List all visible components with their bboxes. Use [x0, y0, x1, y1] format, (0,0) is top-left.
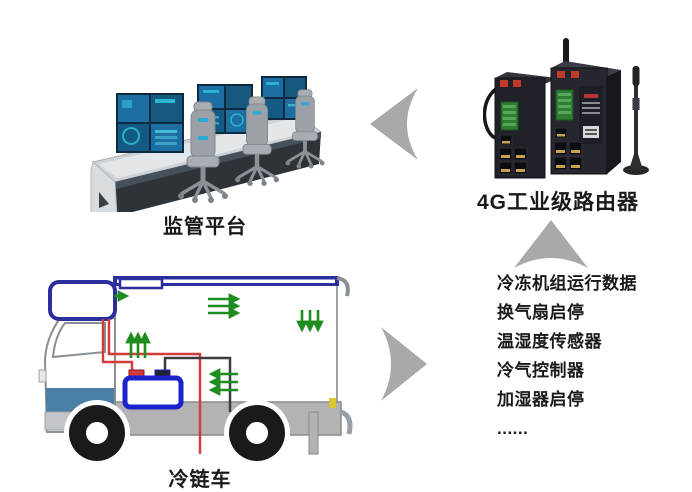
telemetry-item: 冷气控制器 [497, 361, 585, 380]
arrow-left-icon [370, 88, 418, 160]
router-unit-right [550, 61, 621, 175]
office-chair [178, 101, 228, 203]
office-chair [285, 89, 325, 169]
front-wheel [64, 400, 130, 466]
truck-label: 冷链车 [168, 469, 232, 491]
rear-step [340, 409, 353, 435]
router-image [482, 38, 658, 188]
rear-wheel [224, 400, 290, 466]
coolant-pipes [101, 319, 232, 454]
monitoring-platform-image [85, 52, 335, 225]
truck-illustration [38, 276, 353, 466]
telemetry-item: 加湿器启停 [497, 390, 585, 409]
router-label: 4G工业级路由器 [477, 191, 640, 214]
whip-antenna [623, 66, 649, 175]
telemetry-item: 温湿度传感器 [497, 332, 602, 351]
arrow-up-icon [514, 220, 588, 268]
compressor-unit [122, 369, 184, 410]
truck-image [25, 262, 370, 466]
router-unit-left [494, 72, 557, 179]
mud-flap [308, 411, 319, 455]
arrow-right-icon [381, 327, 427, 401]
telemetry-item: 换气扇启停 [497, 303, 585, 322]
marker-light [329, 398, 336, 408]
router-illustration [482, 38, 649, 179]
telemetry-item: 冷冻机组运行数据 [497, 274, 637, 293]
telemetry-ellipsis: ...... [497, 419, 529, 438]
telemetry-list: 冷冻机组运行数据 换气扇启停 温湿度传感器 冷气控制器 加湿器启停 ...... [497, 269, 637, 443]
control-room-illustration [90, 76, 325, 225]
airflow-arrows [114, 290, 324, 396]
office-chair [235, 96, 279, 186]
refrigeration-unit [48, 280, 117, 321]
platform-label: 监管平台 [163, 216, 247, 238]
monitor-cluster [116, 93, 184, 153]
